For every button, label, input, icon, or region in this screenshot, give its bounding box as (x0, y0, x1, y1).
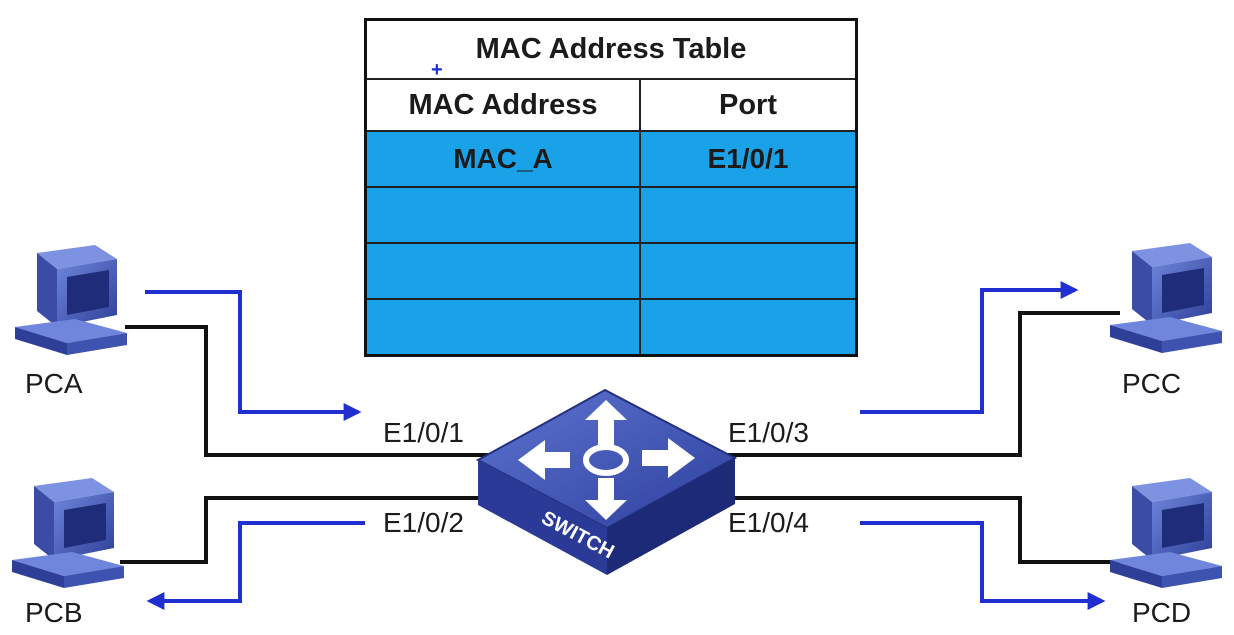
table-title: MAC Address Table (364, 18, 858, 80)
host-label-pcb: PCB (25, 597, 83, 628)
table-cell-mac (364, 242, 641, 300)
link-pcc (725, 311, 1120, 457)
host-label-pcd: PCD (1132, 597, 1192, 628)
pcb-computer-icon (12, 478, 124, 588)
table-cell-port (639, 298, 858, 357)
flow-arrow-pcd-out (860, 521, 1106, 610)
pcd-computer-icon (1110, 478, 1222, 588)
port-label-e1-0-3: E1/0/3 (728, 417, 809, 448)
switch-icon (475, 388, 738, 575)
table-cell-mac (364, 186, 641, 244)
mac-address-table: MAC Address Table MAC Address Port MAC_A… (364, 18, 858, 357)
port-label-e1-0-1: E1/0/1 (383, 417, 464, 448)
host-label-pcc: PCC (1122, 368, 1182, 399)
table-row (364, 242, 858, 300)
table-cell-mac (364, 298, 641, 357)
table-row (364, 186, 858, 244)
crosshair-cursor-icon: + (431, 59, 443, 81)
pcc-computer-icon (1110, 243, 1222, 353)
column-header-port: Port (639, 78, 858, 132)
flow-arrow-pcb-out (146, 521, 365, 610)
table-cell-port (639, 242, 858, 300)
flow-arrow-pca-in (145, 290, 362, 421)
flow-arrow-pcc-out (860, 281, 1079, 414)
table-cell-port: E1/0/1 (639, 130, 858, 188)
port-label-e1-0-2: E1/0/2 (383, 507, 464, 538)
table-cell-port (639, 186, 858, 244)
host-label-pca: PCA (25, 368, 83, 399)
table-row (364, 298, 858, 357)
table-row: MAC_A E1/0/1 (364, 130, 858, 188)
link-pca (125, 325, 500, 457)
table-cell-mac: MAC_A (364, 130, 641, 188)
pca-computer-icon (15, 245, 127, 355)
link-pcb (120, 496, 500, 564)
port-label-e1-0-4: E1/0/4 (728, 507, 809, 538)
link-pcd (725, 496, 1120, 564)
column-header-mac: MAC Address (364, 78, 641, 132)
